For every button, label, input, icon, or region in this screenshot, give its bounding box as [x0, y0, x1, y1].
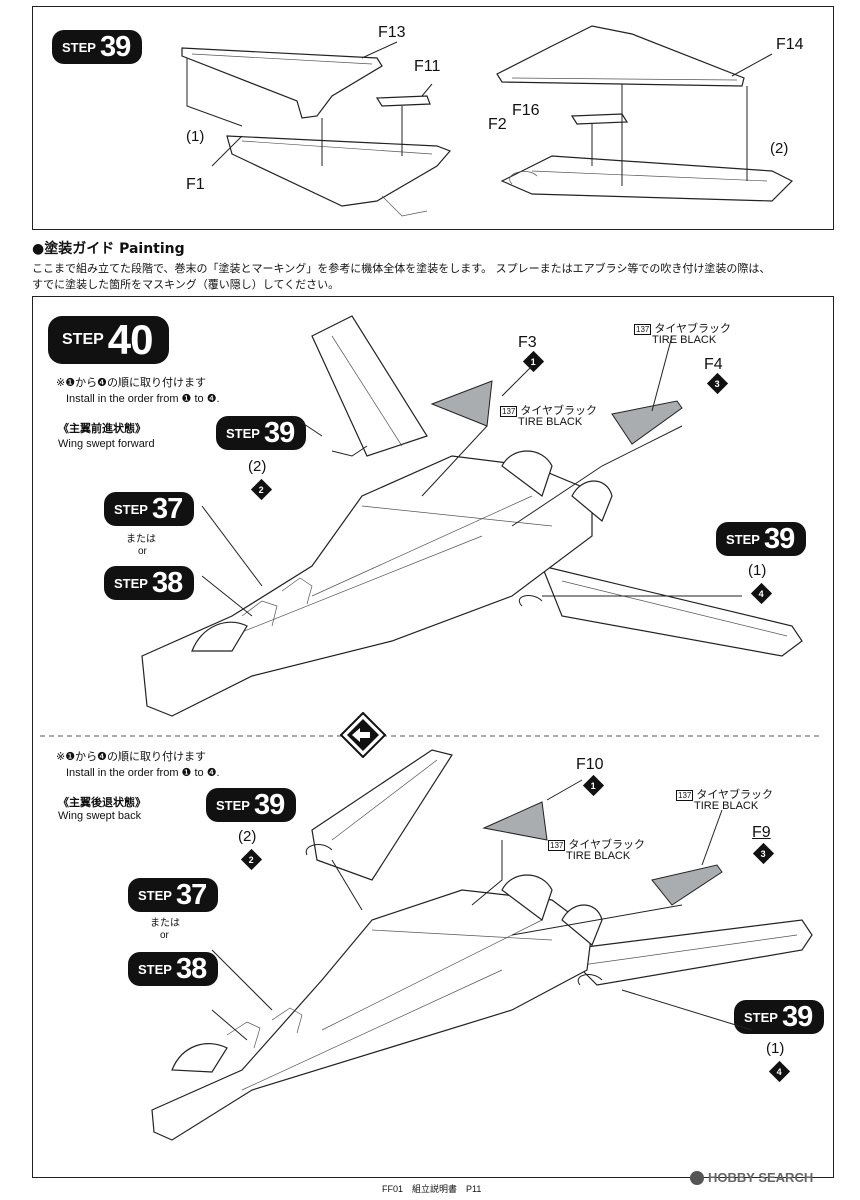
watermark: HOBBY SEARCH: [690, 1170, 813, 1185]
label-1-b: (1): [766, 1040, 785, 1057]
step-word: STEP: [114, 501, 148, 517]
wing-mode-en: Wing swept forward: [58, 438, 155, 450]
step39-drawing: [181, 25, 794, 217]
ref-step38-badge-a: STEP 38: [104, 566, 195, 600]
part-f3-label: F3: [518, 334, 537, 351]
step-word: STEP: [62, 331, 104, 348]
step40-badge: STEP 40: [48, 316, 169, 364]
watermark-logo-icon: [690, 1170, 704, 1185]
step39-badge: STEP 39: [52, 30, 143, 64]
order-note-ja: ※❶から❹の順に取り付けます: [56, 376, 206, 389]
step-number: 39: [763, 522, 795, 555]
step-number: 37: [175, 878, 207, 911]
section-divider: [40, 735, 820, 737]
wing-mode-en-b: Wing swept back: [58, 810, 142, 822]
paint-number: 137: [548, 840, 566, 851]
part-f4-label: F4: [704, 356, 723, 373]
aircraft-swept-back-drawing: [151, 749, 813, 1141]
painting-line2: すでに塗装した箇所をマスキング（覆い隠し）してください。: [32, 278, 340, 291]
label-2-a: (2): [248, 458, 267, 475]
part-f16-label: F16: [512, 102, 540, 119]
or-en-a: or: [138, 546, 147, 557]
ref-step39-badge-a: STEP 39: [216, 416, 307, 450]
paint-f3-en: TIRE BLACK: [518, 416, 583, 428]
part-f2-label: F2: [488, 116, 507, 133]
watermark-text: HOBBY SEARCH: [708, 1170, 814, 1185]
or-en-b: or: [160, 930, 169, 941]
step-number: 39: [781, 1000, 813, 1033]
page-footer: FF01 組立説明書 P11: [382, 1184, 482, 1194]
step-word: STEP: [138, 961, 172, 977]
paint-f10-en: TIRE BLACK: [566, 850, 631, 862]
paint-name-ja: タイヤブラック: [696, 789, 774, 801]
paint-name-ja: タイヤブラック: [568, 839, 646, 851]
step-number: 38: [175, 952, 207, 985]
painting-title: ●塗装ガイド Painting: [32, 241, 185, 257]
order-note-en-b: Install in the order from ❶ to ❹.: [66, 767, 220, 779]
step-number: 39: [99, 30, 131, 63]
paint-name-ja: タイヤブラック: [520, 405, 598, 417]
label-2-b: (2): [238, 828, 257, 845]
paint-f9-en: TIRE BLACK: [694, 800, 759, 812]
step-word: STEP: [744, 1009, 778, 1025]
step-word: STEP: [726, 531, 760, 547]
painting-line1: ここまで組み立てた段階で、巻末の「塗装とマーキング」を参考に機体全体を塗装をしま…: [32, 262, 771, 275]
label-1-a: (1): [748, 562, 767, 579]
step-word: STEP: [138, 887, 172, 903]
ref-step39-badge-b: STEP 39: [716, 522, 807, 556]
order-note-en: Install in the order from ❶ to ❹.: [66, 393, 220, 405]
step-number: 38: [151, 566, 183, 599]
ref-step39-badge-c: STEP 39: [206, 788, 297, 822]
ref-step37-badge-a: STEP 37: [104, 492, 195, 526]
part-f9-label: F9: [752, 824, 771, 841]
swap-arrow-icon: [340, 712, 386, 758]
ref-step37-badge-b: STEP 37: [128, 878, 219, 912]
step-word: STEP: [216, 797, 250, 813]
part-f13-label: F13: [378, 24, 406, 41]
part-f1-label: F1: [186, 176, 205, 193]
part-f10-label: F10: [576, 756, 604, 773]
paint-number: 137: [634, 324, 652, 335]
step39-left-label: (1): [186, 128, 205, 145]
part-f11-label: F11: [414, 58, 441, 75]
paint-number: 137: [676, 790, 694, 801]
or-ja-b: または: [150, 918, 180, 929]
step-number: 40: [107, 316, 154, 363]
or-ja-a: または: [126, 534, 156, 545]
step-word: STEP: [226, 425, 260, 441]
step-number: 39: [263, 416, 295, 449]
step39-right-label: (2): [770, 140, 789, 157]
step-number: 37: [151, 492, 183, 525]
step-word: STEP: [62, 39, 96, 55]
aircraft-forward-drawing: [141, 315, 803, 717]
wing-mode-ja: 《主翼前進状態》: [58, 422, 146, 435]
wing-mode-ja-b: 《主翼後退状態》: [58, 796, 146, 809]
step-word: STEP: [114, 575, 148, 591]
step-number: 39: [253, 788, 285, 821]
part-f14-label: F14: [776, 36, 804, 53]
paint-f4-en: TIRE BLACK: [652, 334, 717, 346]
paint-name-ja: タイヤブラック: [654, 323, 732, 335]
paint-number: 137: [500, 406, 518, 417]
ref-step39-badge-d: STEP 39: [734, 1000, 825, 1034]
ref-step38-badge-b: STEP 38: [128, 952, 219, 986]
order-note-ja-b: ※❶から❹の順に取り付けます: [56, 750, 206, 763]
